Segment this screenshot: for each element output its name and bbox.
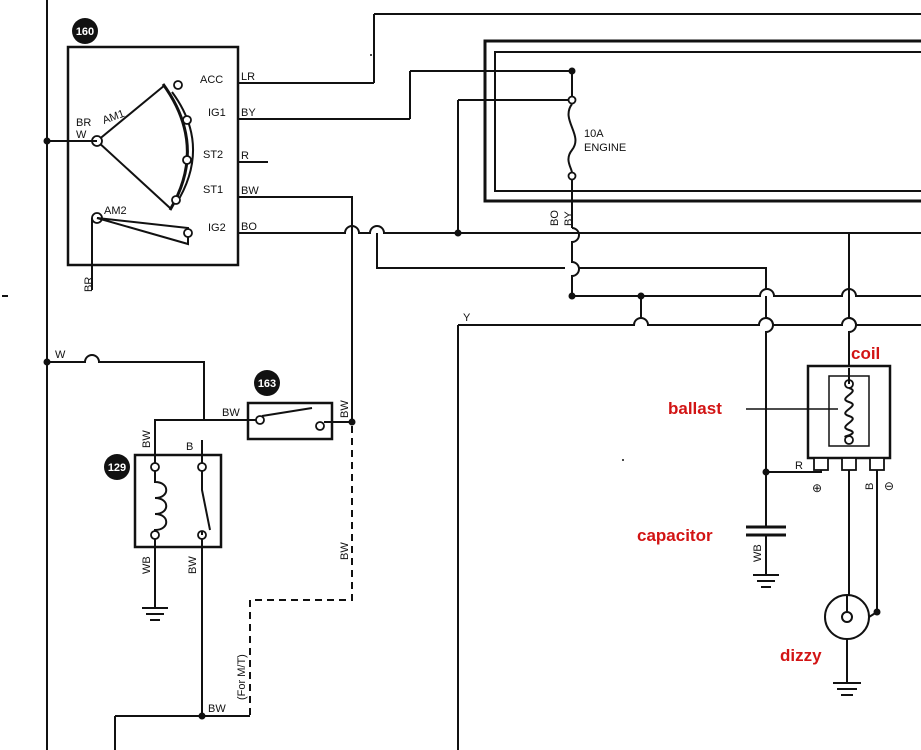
component-number-129: 129 bbox=[108, 462, 126, 474]
wire-label-bw-clutch: BW bbox=[222, 407, 240, 419]
annotations: coil ballast capacitor dizzy bbox=[637, 344, 880, 665]
component-number-163: 163 bbox=[258, 378, 276, 390]
annotation-ballast: ballast bbox=[668, 399, 722, 418]
label-ig1: IG1 bbox=[208, 107, 226, 119]
label-st2: ST2 bbox=[203, 149, 223, 161]
annotation-capacitor: capacitor bbox=[637, 526, 713, 545]
fuse-name: ENGINE bbox=[584, 142, 626, 154]
wire-label-bo: BO bbox=[241, 221, 257, 233]
clutch-switch: 163 bbox=[238, 370, 356, 441]
wire-label-bw-dashed: BW bbox=[339, 542, 351, 560]
wire-label-wb-relay: WB bbox=[141, 556, 153, 574]
label-w-input: W bbox=[76, 129, 87, 141]
label-br-down: BR bbox=[83, 277, 95, 292]
label-am2: AM2 bbox=[104, 205, 127, 217]
wire-label-bw-clutch-out: BW bbox=[339, 400, 351, 418]
mt-dashed-line: BW (For M/T) bbox=[236, 426, 353, 716]
wire-label-bw-relay: BW bbox=[141, 430, 153, 448]
wire-label-y: Y bbox=[463, 312, 471, 324]
top-bus bbox=[373, 13, 921, 237]
page-frame bbox=[2, 0, 48, 750]
mt-note: (For M/T) bbox=[236, 654, 248, 700]
label-acc: ACC bbox=[200, 74, 223, 86]
wire-label-b-coil: B bbox=[864, 483, 876, 490]
wire-label-by-fuse: BY bbox=[563, 211, 575, 226]
w-line: W bbox=[43, 349, 205, 415]
wire-label-r: R bbox=[241, 150, 249, 162]
wire-label-bw: BW bbox=[241, 185, 259, 197]
fuse-block bbox=[483, 39, 921, 203]
annotation-dizzy: dizzy bbox=[780, 646, 822, 665]
component-number-160: 160 bbox=[76, 26, 94, 38]
wire-label-lr: LR bbox=[241, 71, 255, 83]
label-br-input: BR bbox=[76, 117, 91, 129]
wire-label-wb-cap: WB bbox=[752, 544, 764, 562]
wire-label-bw-relay-out: BW bbox=[187, 556, 199, 574]
capacitor: WB bbox=[746, 472, 786, 588]
annotation-coil: coil bbox=[851, 344, 880, 363]
wire-label-bw-bottom: BW bbox=[208, 703, 226, 715]
fuse-rating: 10A bbox=[584, 128, 604, 140]
wire-label-w: W bbox=[55, 349, 66, 361]
switch-output-wires: LR BY R BW BO bbox=[238, 71, 921, 422]
wire-label-by: BY bbox=[241, 107, 256, 119]
label-st1: ST1 bbox=[203, 184, 223, 196]
wire-label-b-relay: B bbox=[186, 441, 193, 453]
fuse-10a-engine: 10A ENGINE bbox=[567, 95, 626, 228]
distributor bbox=[824, 594, 881, 696]
ignition-switch: 160 ACC IG1 ST2 ST1 IG2 AM1 AM2 BR W bbox=[66, 18, 240, 267]
coil-plus: ⊕ bbox=[812, 481, 822, 495]
coil-minus: ⊖ bbox=[884, 479, 894, 493]
wire-label-bo-fuse: BO bbox=[549, 210, 561, 226]
starter-relay: 129 bbox=[104, 453, 223, 549]
label-ig2: IG2 bbox=[208, 222, 226, 234]
wire-label-r-coil: R bbox=[795, 460, 803, 472]
